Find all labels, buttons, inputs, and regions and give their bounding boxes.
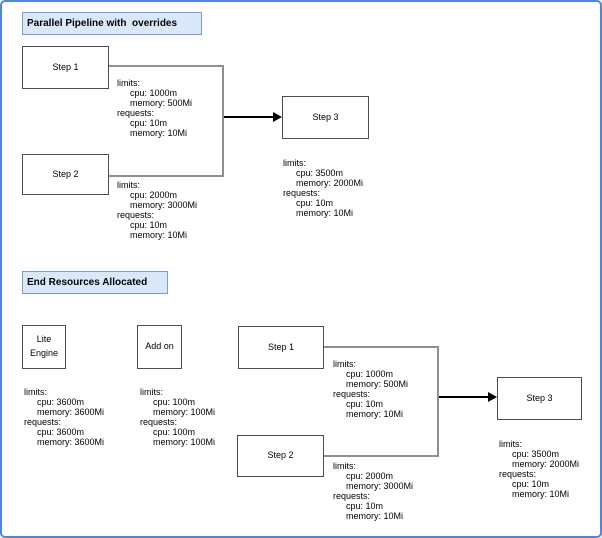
resource-line: cpu: 3600m: [37, 397, 85, 407]
merge-connector-top: [109, 65, 224, 177]
node-pipeline-step1: Step 1: [22, 46, 109, 89]
resource-line: requests:: [117, 108, 155, 118]
node-pipeline-step2: Step 2: [22, 154, 109, 195]
resource-line: cpu: 10m: [130, 220, 168, 230]
end-section-title: End Resources Allocated: [22, 271, 168, 294]
node-label: Add on: [145, 341, 174, 352]
resource-line: memory: 2000Mi: [296, 178, 364, 188]
resource-line: cpu: 3600m: [37, 427, 85, 437]
resources-pipeline-step2: limits: cpu: 2000m memory: 3000Mi reques…: [117, 180, 197, 240]
arrow-to-end-step3-head: [488, 392, 497, 402]
resource-line: memory: 3000Mi: [130, 200, 198, 210]
resource-line: memory: 500Mi: [130, 98, 193, 108]
resources-add-on: limits: cpu: 100m memory: 100Mi requests…: [140, 387, 215, 447]
node-end-step1: Step 1: [238, 326, 324, 369]
resource-line: requests:: [283, 188, 321, 198]
resource-line: limits:: [333, 359, 356, 369]
resource-line: cpu: 3500m: [512, 449, 560, 459]
resource-line: requests:: [140, 417, 178, 427]
arrow-to-step3-line: [224, 116, 273, 118]
node-label: Step 3: [526, 392, 553, 403]
node-add-on: Add on: [137, 325, 182, 369]
node-label: Lite Engine: [29, 334, 59, 358]
resource-line: requests:: [333, 491, 371, 501]
resource-line: memory: 10Mi: [512, 489, 570, 499]
resource-line: requests:: [117, 210, 155, 220]
resources-end-step3: limits: cpu: 3500m memory: 2000Mi reques…: [499, 439, 579, 499]
resource-line: limits:: [283, 158, 306, 168]
resource-line: limits:: [140, 387, 163, 397]
resource-line: requests:: [499, 469, 537, 479]
resource-line: memory: 3600Mi: [37, 437, 105, 447]
resources-pipeline-step3: limits: cpu: 3500m memory: 2000Mi reques…: [283, 158, 363, 218]
resource-line: cpu: 1000m: [130, 88, 178, 98]
node-end-step2: Step 2: [237, 435, 324, 477]
node-pipeline-step3: Step 3: [282, 96, 369, 139]
resources-lite-engine: limits: cpu: 3600m memory: 3600Mi reques…: [24, 387, 104, 447]
resource-line: memory: 100Mi: [153, 437, 216, 447]
resources-end-step1: limits: cpu: 1000m memory: 500Mi request…: [333, 359, 408, 419]
resource-line: limits:: [24, 387, 47, 397]
node-label: Step 1: [267, 341, 295, 352]
resource-line: requests:: [333, 389, 371, 399]
resources-end-step2: limits: cpu: 2000m memory: 3000Mi reques…: [333, 461, 413, 521]
resource-line: memory: 500Mi: [346, 379, 409, 389]
resource-line: limits:: [333, 461, 356, 471]
pipeline-section-title: Parallel Pipeline with overrides: [22, 12, 202, 35]
resource-line: memory: 10Mi: [296, 208, 354, 218]
resource-line: memory: 3600Mi: [37, 407, 105, 417]
resource-line: limits:: [117, 180, 140, 190]
resource-line: cpu: 1000m: [346, 369, 394, 379]
node-label: Step 3: [312, 111, 339, 122]
resource-line: cpu: 10m: [346, 399, 384, 409]
resources-pipeline-step1: limits: cpu: 1000m memory: 500Mi request…: [117, 78, 192, 138]
node-label: Step 2: [267, 450, 294, 461]
resource-line: cpu: 100m: [153, 397, 196, 407]
resource-line: memory: 2000Mi: [512, 459, 580, 469]
merge-connector-bottom: [324, 346, 439, 457]
resource-line: cpu: 10m: [512, 479, 550, 489]
resource-line: memory: 3000Mi: [346, 481, 414, 491]
resource-line: limits:: [499, 439, 522, 449]
resource-line: cpu: 10m: [296, 198, 334, 208]
resource-line: memory: 100Mi: [153, 407, 216, 417]
resource-line: cpu: 10m: [130, 118, 168, 128]
resource-line: cpu: 2000m: [130, 190, 178, 200]
arrow-to-step3-head: [273, 112, 282, 122]
resource-line: cpu: 3500m: [296, 168, 344, 178]
resource-line: memory: 10Mi: [346, 409, 404, 419]
node-label: Step 2: [52, 168, 79, 179]
node-end-step3: Step 3: [497, 377, 582, 420]
resource-line: cpu: 100m: [153, 427, 196, 437]
resource-line: memory: 10Mi: [130, 230, 188, 240]
resource-line: requests:: [24, 417, 62, 427]
node-label: Step 1: [52, 61, 79, 72]
node-lite-engine: Lite Engine: [22, 325, 66, 369]
resource-line: cpu: 2000m: [346, 471, 394, 481]
resource-line: memory: 10Mi: [346, 511, 404, 521]
resource-line: cpu: 10m: [346, 501, 384, 511]
arrow-to-end-step3-line: [439, 396, 488, 398]
resource-line: limits:: [117, 78, 140, 88]
resource-line: memory: 10Mi: [130, 128, 188, 138]
